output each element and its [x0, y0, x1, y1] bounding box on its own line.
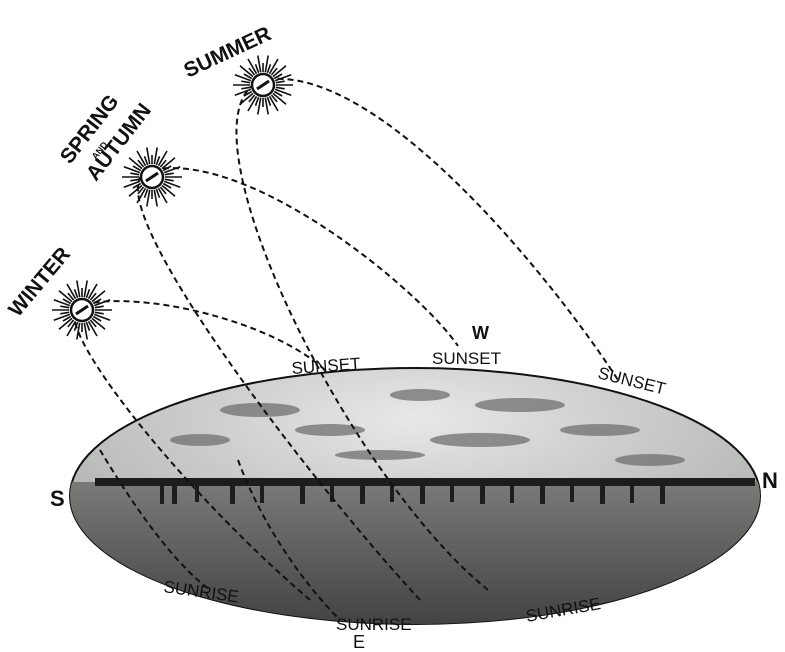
summer-sun-icon — [233, 56, 293, 115]
sun-ray — [95, 306, 104, 308]
spring-autumn-sun-icon — [122, 148, 182, 207]
label-sunrise-equinox: SUNRISE — [336, 615, 412, 634]
landscape-ellipse — [60, 368, 780, 642]
sun-ray — [276, 87, 285, 89]
sun-ray — [164, 181, 180, 187]
sun-ray — [60, 312, 69, 314]
sun-ray — [275, 89, 291, 95]
label-west: W — [472, 323, 489, 343]
sun-ray — [130, 173, 139, 175]
sun-ray — [124, 167, 140, 173]
sun-ray — [241, 81, 250, 83]
sun-ray — [165, 179, 174, 181]
label-south: S — [50, 486, 65, 511]
label-east: E — [353, 632, 365, 652]
label-north: N — [762, 468, 778, 493]
sun-ray — [95, 312, 104, 314]
sun-ray — [276, 81, 285, 83]
sun-ray — [235, 89, 251, 95]
sun-ray — [54, 300, 70, 306]
winter-sun-icon — [52, 281, 112, 340]
label-sunset-equinox: SUNSET — [432, 349, 501, 368]
sun-ray — [94, 314, 110, 320]
sun-ray — [241, 87, 250, 89]
sun-ray — [235, 75, 251, 81]
sun-ray — [60, 306, 69, 308]
sun-ray — [165, 173, 174, 175]
sun-ray — [54, 314, 70, 320]
